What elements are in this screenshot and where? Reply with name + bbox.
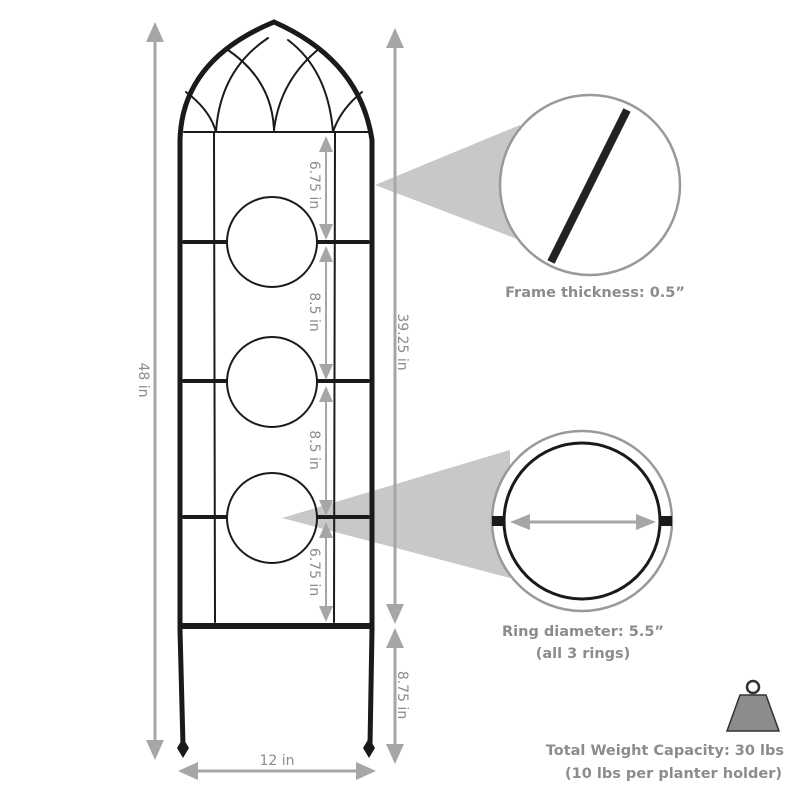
ring1-to-ring2-label: 8.5 in xyxy=(306,292,322,331)
weight-capacity-label: Total Weight Capacity: 30 lbs xyxy=(546,743,784,759)
weight-capacity-block: Total Weight Capacity: 30 lbs (10 lbs pe… xyxy=(546,679,784,782)
frame-thickness-callout: Frame thickness: 0.5” xyxy=(498,93,685,301)
frame-callout-cone xyxy=(375,125,520,240)
upper-height-label: 39.25 in xyxy=(394,313,410,370)
trellis-frame xyxy=(177,19,375,748)
stake-tip-right xyxy=(363,738,375,758)
planter-ring-1 xyxy=(226,196,318,288)
weight-icon xyxy=(725,679,781,732)
ring-diameter-label: Ring diameter: 5.5” xyxy=(502,624,664,640)
frame-thickness-label: Frame thickness: 0.5” xyxy=(505,285,685,301)
ring-diameter-callout: Ring diameter: 5.5” (all 3 rings) xyxy=(490,429,674,662)
width-label: 12 in xyxy=(259,753,294,769)
dimension-lines xyxy=(146,22,404,780)
ring-count-label: (all 3 rings) xyxy=(536,646,631,662)
ring3-to-bottom-label: 6.75 in xyxy=(306,548,322,596)
stake-tip-left xyxy=(177,738,189,758)
top-to-ring1-label: 6.75 in xyxy=(306,161,322,209)
planter-ring-3 xyxy=(226,472,318,564)
total-height-label: 48 in xyxy=(135,362,151,397)
stake-height-label: 8.75 in xyxy=(394,671,410,719)
planter-ring-2 xyxy=(226,336,318,428)
ring2-to-ring3-label: 8.5 in xyxy=(306,430,322,469)
weight-per-holder-label: (10 lbs per planter holder) xyxy=(565,766,782,782)
